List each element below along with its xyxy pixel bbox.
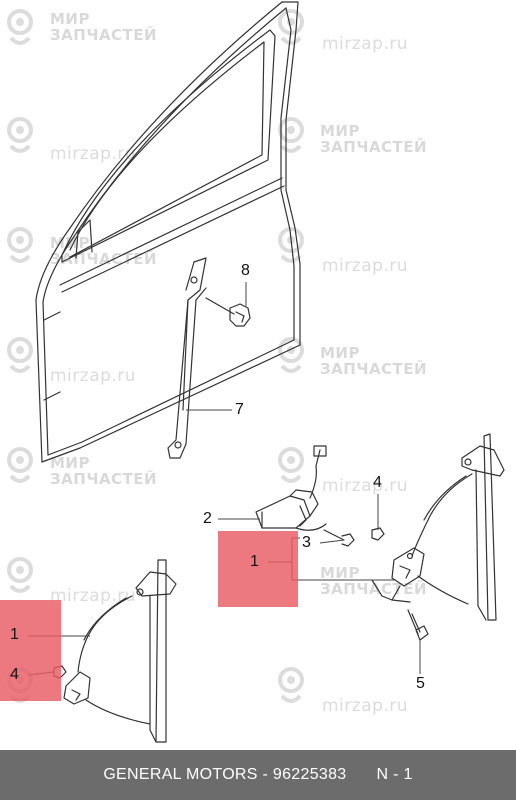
callout-3: 3: [302, 534, 311, 551]
watermark-pin-icon: [7, 117, 33, 153]
nut-4-drawing: [371, 527, 385, 541]
callout-4-left: 4: [10, 666, 19, 683]
watermark-pin-icon: [7, 447, 33, 483]
watermark-pin-icon: [7, 227, 33, 263]
watermark-pin-icon: [278, 447, 304, 483]
footer-bar: GENERAL MOTORS - 96225383 N - 1: [0, 750, 516, 800]
regulator-right: [371, 433, 505, 621]
callout-8: 8: [241, 262, 250, 279]
watermark-site: mirzap.ru: [322, 696, 409, 716]
watermark-pin-icon: [7, 337, 33, 373]
motor-drawing: [255, 445, 327, 531]
callout-4: 4: [373, 474, 382, 491]
parts-drawing: [27, 1, 505, 743]
footer-separator: -: [262, 766, 269, 783]
footer-part-number: 96225383: [272, 766, 347, 783]
watermark-site: mirzap.ru: [50, 144, 137, 164]
watermark-pin-icon: [278, 117, 304, 153]
watermark-site: mirzap.ru: [322, 256, 409, 276]
bolt-5-drawing: [407, 609, 429, 641]
glass-run-rail: [167, 257, 207, 459]
watermark-pin-icon: [7, 557, 33, 593]
highlight-box-left: [0, 600, 61, 701]
footer-position: N - 1: [376, 766, 413, 783]
regulator-left: [63, 559, 177, 743]
callout-5: 5: [416, 675, 425, 692]
footer-brand: GENERAL MOTORS: [103, 766, 258, 783]
door-panel: [35, 1, 301, 463]
bolt-3-drawing: [323, 529, 355, 547]
leader-3: [319, 539, 345, 544]
watermark-pin-icon: [278, 667, 304, 703]
callout-1: 1: [250, 553, 259, 570]
watermark-pin-icon: [7, 9, 33, 45]
watermark-site: mirzap.ru: [322, 34, 409, 54]
watermark-site: mirzap.ru: [322, 476, 409, 496]
callout-1-left: 1: [10, 626, 19, 643]
watermark-site: mirzap.ru: [50, 586, 137, 606]
leader-1b: [291, 562, 396, 581]
bolt-8-drawing: [205, 297, 251, 327]
highlight-box-main: [218, 531, 298, 607]
watermark-site: mirzap.ru: [50, 366, 137, 386]
callout-2: 2: [203, 510, 212, 527]
callout-7: 7: [235, 401, 244, 418]
